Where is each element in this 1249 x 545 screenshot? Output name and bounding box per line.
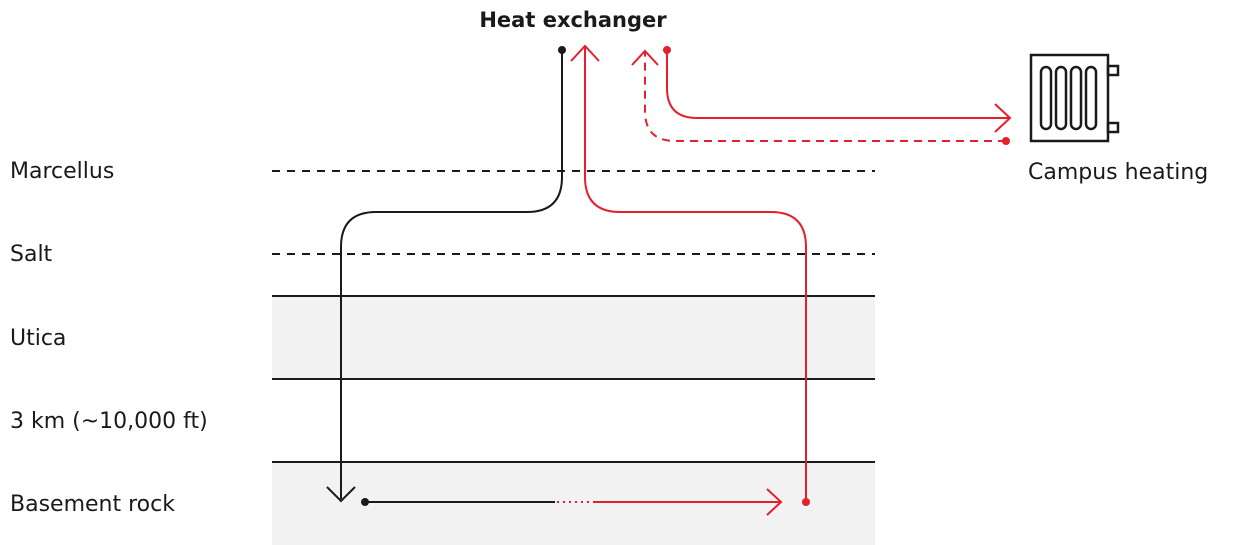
heat-exchanger-title: Heat exchanger <box>479 8 667 32</box>
heat-supply-line <box>666 50 1012 133</box>
layer-label-utica: Utica <box>10 326 66 351</box>
utica-band <box>272 296 875 379</box>
heat-return-line <box>631 49 1006 142</box>
basement-rock-band <box>272 462 875 545</box>
layer-label-marcellus: Marcellus <box>10 159 114 184</box>
cold-water-injection-path <box>326 50 563 503</box>
layer-label-basement-rock: Basement rock <box>10 492 175 517</box>
heat-return-start-dot <box>1002 137 1010 145</box>
layer-label-salt: Salt <box>10 242 53 267</box>
hot-water-production-path <box>570 44 807 502</box>
radiator-icon <box>1029 53 1120 143</box>
basement-flow-red-segment <box>595 488 783 516</box>
hot-water-source-dot <box>802 498 810 506</box>
campus-heating-label: Campus heating <box>1028 160 1208 185</box>
layer-label-depth: 3 km (~10,000 ft) <box>10 409 208 434</box>
heat-supply-start-dot <box>663 46 671 54</box>
cold-water-source-dot <box>558 46 566 54</box>
